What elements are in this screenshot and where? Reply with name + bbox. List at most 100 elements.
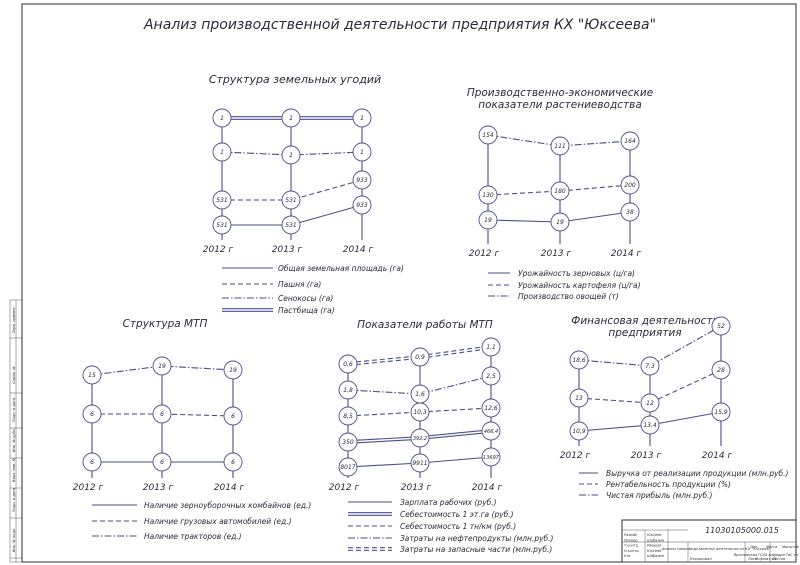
stamp-description: Анализ производственной деятельности КХ … bbox=[661, 546, 771, 551]
year-label: 2012 г bbox=[329, 483, 360, 493]
legend-label: Наличие зерноуборочных комбайнов (ед.) bbox=[144, 501, 311, 510]
data-point bbox=[481, 398, 501, 418]
stamp-name: Юксеев bbox=[647, 533, 661, 537]
data-label: 1 bbox=[360, 149, 364, 156]
data-point bbox=[550, 212, 570, 232]
year-label: 2013 г bbox=[541, 249, 572, 259]
data-label: 130 bbox=[482, 192, 494, 199]
margin-label: Инв. № подл. bbox=[12, 528, 16, 553]
stamp-sheet-head: Лит. bbox=[749, 545, 758, 549]
legend-label: Себестоимость 1 эт.га (руб.) bbox=[400, 510, 514, 519]
data-label: 466,4 bbox=[484, 429, 498, 435]
data-point bbox=[569, 421, 589, 441]
legend-label: Наличие тракторов (ед.) bbox=[144, 532, 242, 541]
data-point bbox=[281, 145, 301, 165]
data-point bbox=[711, 316, 731, 336]
data-point bbox=[620, 131, 640, 151]
year-label: 2014 г bbox=[472, 483, 503, 493]
margin-label: Взам. инв. № bbox=[12, 458, 16, 483]
year-label: 2013 г bbox=[631, 451, 662, 461]
data-point bbox=[338, 380, 358, 400]
stamp-name: Юксеев bbox=[647, 549, 661, 553]
data-label: 19 bbox=[229, 367, 237, 374]
data-point bbox=[711, 360, 731, 380]
chart-title: Показатели работы МТП bbox=[357, 319, 493, 331]
chart-title-line: показатели растениеводства bbox=[478, 99, 642, 111]
data-point bbox=[640, 415, 660, 435]
data-label: 1,6 bbox=[415, 391, 425, 398]
data-label: 13697 bbox=[483, 455, 500, 461]
data-point bbox=[223, 406, 243, 426]
legend-label: Сенокосы (га) bbox=[278, 294, 333, 303]
data-point bbox=[481, 447, 501, 467]
stamp-format: Формат А1 bbox=[755, 556, 777, 561]
data-point bbox=[481, 337, 501, 357]
data-label: 154 bbox=[482, 132, 494, 139]
data-label: 6 bbox=[90, 459, 94, 466]
data-point bbox=[82, 452, 102, 472]
year-label: 2013 г bbox=[143, 483, 174, 493]
margin-label: Справ. № bbox=[12, 366, 16, 384]
data-point bbox=[82, 404, 102, 424]
data-point bbox=[410, 347, 430, 367]
data-point bbox=[640, 393, 660, 413]
stamp-copied: Копировал bbox=[690, 556, 712, 561]
data-label: 180 bbox=[554, 188, 566, 195]
legend-label: Пастбища (га) bbox=[278, 306, 335, 315]
data-label: 200 bbox=[624, 182, 636, 189]
data-label: 6 bbox=[231, 413, 235, 420]
data-label: 8017 bbox=[340, 464, 355, 471]
series-line bbox=[578, 369, 722, 404]
data-label: 15,9 bbox=[714, 409, 728, 416]
stamp-role: Утв. bbox=[624, 554, 631, 558]
data-point bbox=[550, 181, 570, 201]
data-label: 10,9 bbox=[572, 428, 586, 435]
data-point bbox=[152, 452, 172, 472]
data-point bbox=[338, 354, 358, 374]
data-label: 392,2 bbox=[413, 436, 427, 442]
data-point bbox=[152, 404, 172, 424]
data-label: 350 bbox=[342, 439, 354, 446]
legend-label: Пашня (га) bbox=[278, 280, 321, 289]
legend-label: Рентабельность продукции (%) bbox=[606, 480, 731, 489]
data-label: 1,8 bbox=[343, 387, 353, 394]
data-point bbox=[569, 388, 589, 408]
legend-label: Себестоимость 1 тн/км (руб.) bbox=[400, 522, 516, 531]
legend-label: Производство овощей (т) bbox=[518, 292, 619, 301]
year-label: 2012 г bbox=[469, 249, 500, 259]
data-point bbox=[711, 402, 731, 422]
data-point bbox=[410, 428, 430, 448]
data-label: 531 bbox=[285, 197, 296, 204]
stamp-sheet-head: Масштаб bbox=[782, 545, 799, 549]
data-point bbox=[550, 136, 570, 156]
chart-title-line: предприятия bbox=[608, 327, 681, 339]
data-point bbox=[569, 350, 589, 370]
data-point bbox=[478, 185, 498, 205]
margin-label: Инв. № дубл. bbox=[12, 428, 16, 453]
title-block: 11030105000.015Разраб.Провер.Т.контр.Н.к… bbox=[621, 519, 800, 563]
data-point bbox=[352, 170, 372, 190]
data-label: 15 bbox=[88, 372, 96, 379]
page-title: Анализ производственной деятельности пре… bbox=[143, 17, 656, 33]
data-label: 6 bbox=[160, 411, 164, 418]
data-point bbox=[82, 365, 102, 385]
data-label: 2,5 bbox=[486, 373, 496, 380]
data-point bbox=[338, 457, 358, 477]
legend-label: Затраты на нефтепродукты (млн.руб.) bbox=[400, 534, 554, 543]
data-label: 10,3 bbox=[413, 409, 427, 416]
data-point bbox=[478, 210, 498, 230]
data-label: 6 bbox=[160, 459, 164, 466]
year-label: 2014 г bbox=[611, 249, 642, 259]
data-label: 28 bbox=[717, 367, 725, 374]
stamp-org: Ярославская ГСХА кафедра ТиС гр. 1-401 bbox=[733, 553, 800, 557]
year-label: 2014 г bbox=[214, 483, 245, 493]
data-label: 8,5 bbox=[343, 413, 353, 420]
sheet-border bbox=[21, 3, 797, 563]
year-label: 2013 г bbox=[272, 245, 303, 255]
data-label: 531 bbox=[216, 197, 227, 204]
